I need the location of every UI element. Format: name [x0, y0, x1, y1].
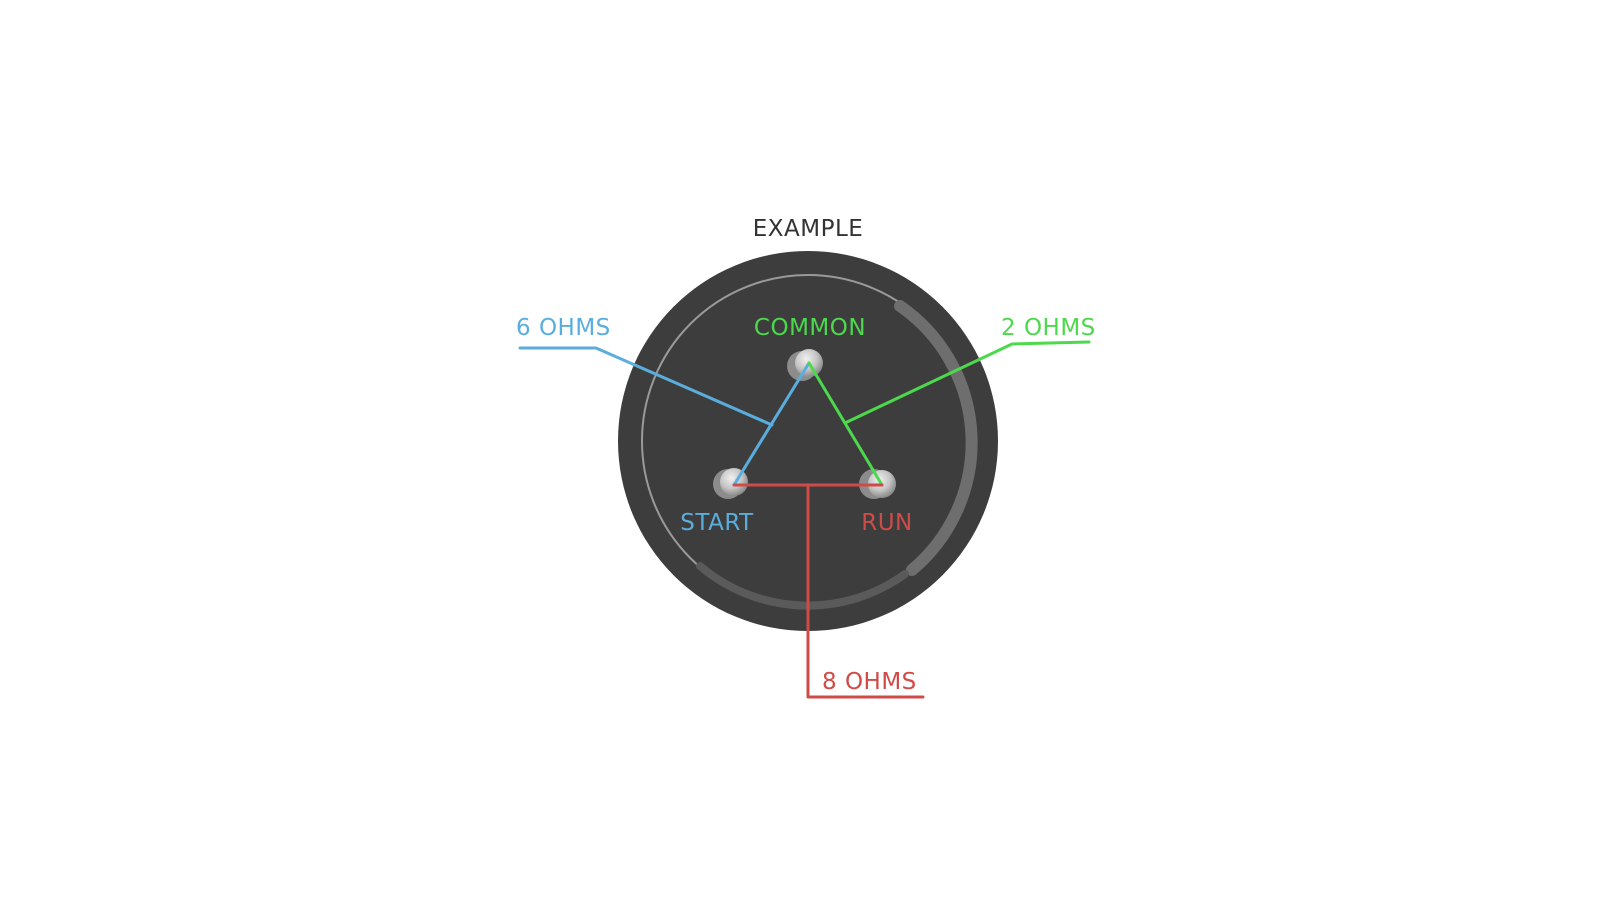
compressor-body	[618, 251, 998, 631]
lead-6-ohms	[518, 346, 774, 427]
meter-leads	[518, 340, 1091, 699]
terminal-label-run: RUN	[861, 510, 913, 536]
terminal-label-start: START	[680, 510, 754, 536]
terminal-label-common: COMMON	[754, 315, 866, 341]
reading-common-run: 2 OHMS	[1001, 315, 1096, 341]
lead-8-ohms	[806, 483, 925, 699]
reading-start-run: 8 OHMS	[822, 669, 917, 695]
rim-highlight-right	[894, 300, 978, 576]
reading-start-common: 6 OHMS	[516, 315, 611, 341]
diagram-title: EXAMPLE	[753, 216, 864, 242]
lead-2-ohms	[843, 340, 1091, 425]
rim-highlight-bottom	[696, 562, 909, 610]
outer-housing	[618, 251, 998, 631]
